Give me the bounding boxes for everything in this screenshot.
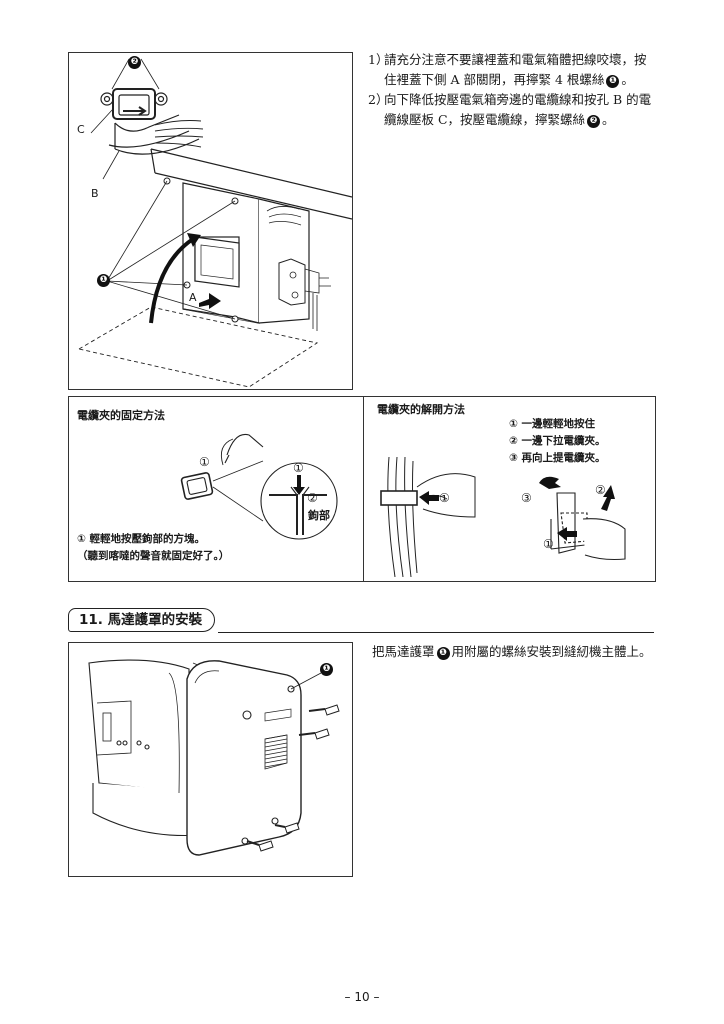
fix-mark-1: ①: [199, 455, 210, 469]
release-mark-2: ②: [595, 483, 606, 497]
release-mark-3: ③: [521, 491, 532, 505]
table-edge: [150, 148, 352, 220]
release-clamp-illustration: [539, 476, 626, 561]
release-hand-illustration: [380, 457, 476, 577]
fix-note-1: ① 輕輕地按壓鉤部的方塊。: [77, 533, 206, 545]
instruction-2: 2） 向下降低按壓電氣箱旁邊的電纜線和按孔 B 的電 纜線壓板 C，按壓電纜線，…: [368, 90, 668, 130]
fix-method-illustration: [180, 433, 338, 540]
fix-mark-2: ②: [307, 491, 318, 505]
marker-1-motor-fig: ❶: [320, 663, 333, 676]
marker-2-top: ❷: [128, 56, 141, 69]
release-step-2: ② 一邊下拉電纜夾。: [509, 435, 606, 447]
screw-leaders: [106, 180, 236, 320]
motor-screws: [246, 704, 340, 852]
release-mark-1b: ①: [543, 537, 554, 551]
cable-clamp-inset: [90, 88, 204, 180]
section-title-rule: [218, 632, 654, 633]
instruction-1: 1） 請充分注意不要讓裡蓋和電氣箱體把線咬壞，按 住裡蓋下側 A 部關閉，再擰緊…: [368, 50, 668, 90]
marker-2-inline: ❷: [587, 115, 601, 128]
section-11-heading: 11. 馬達護罩的安裝: [68, 608, 654, 634]
release-step-1: ① 一邊輕輕地按住: [509, 418, 596, 430]
section-title: 11. 馬達護罩的安裝: [79, 612, 203, 628]
page-number: – 10 –: [344, 990, 380, 1004]
panel-divider: [363, 397, 364, 581]
motor-cover-illustration: [88, 659, 340, 856]
marker-1-inline: ❶: [606, 75, 620, 88]
label-b: B: [91, 187, 99, 200]
fix-mark-1b: ①: [293, 461, 304, 475]
release-method-title: 電纜夾的解開方法: [377, 403, 465, 416]
electric-box-illustration: [77, 58, 352, 388]
label-a: A: [189, 291, 197, 304]
marker-1-section11: ❶: [436, 647, 450, 660]
cable-clamp-panel: 電纜夾的固定方法 ① ① ② 鉤部 ① 輕輕地按壓鉤部的方塊。 （聽到喀噠的聲音…: [68, 396, 656, 582]
close-arrow: [149, 237, 195, 324]
cover-open-dashed: [77, 306, 319, 388]
fix-note-2: （聽到喀噠的聲音就固定好了。）: [77, 550, 230, 562]
section-title-box: 11. 馬達護罩的安裝: [68, 608, 216, 632]
electric-box: [182, 182, 310, 324]
release-step-3: ③ 再向上提電纜夾。: [509, 452, 606, 464]
release-mark-1: ①: [439, 491, 450, 505]
fix-method-title: 電纜夾的固定方法: [77, 409, 165, 422]
marker-1-top: ❶: [97, 274, 110, 287]
fix-hook-label: 鉤部: [308, 509, 330, 522]
figure-motor-cover: ❶: [68, 642, 353, 877]
push-arrow-a: [199, 293, 221, 309]
label-c: C: [77, 123, 85, 136]
box-cables: [266, 206, 331, 331]
figure-electric-box: ❷ C B ❶ A: [68, 52, 353, 390]
